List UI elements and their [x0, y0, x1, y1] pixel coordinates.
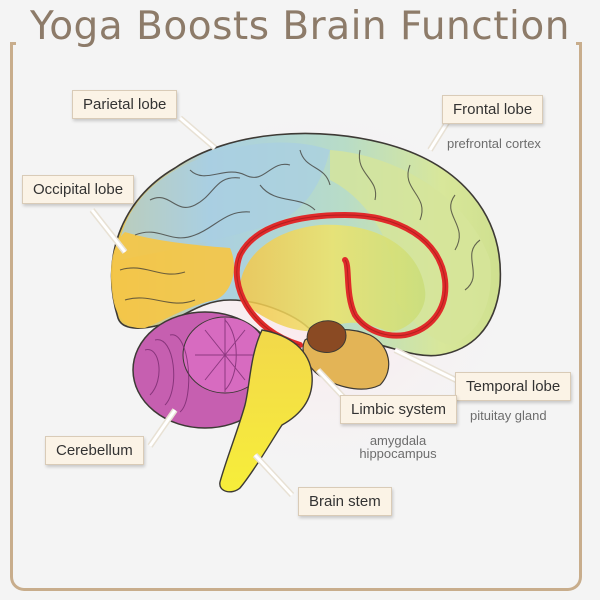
- frame-corner-left: [10, 42, 16, 45]
- frontal-region: [330, 150, 491, 345]
- label-limbic-system: Limbic system: [340, 395, 458, 424]
- diagram-frame: [10, 42, 582, 591]
- amygdala: [306, 320, 347, 354]
- label-brain-stem: Brain stem: [298, 487, 392, 516]
- parietal-region: [120, 142, 330, 260]
- label-parietal-lobe: Parietal lobe: [72, 90, 178, 119]
- label-pituitary-gland: pituitay gland: [470, 408, 547, 423]
- label-cerebellum: Cerebellum: [45, 436, 144, 465]
- frame-corner-right: [576, 42, 582, 45]
- inner-area: [239, 224, 426, 332]
- occipital-region: [110, 232, 235, 329]
- label-amygdala: amygdala: [369, 433, 427, 448]
- label-hippocampus: hippocampus: [359, 446, 437, 461]
- gyri-lines: [119, 149, 481, 304]
- page-title: Yoga Boosts Brain Function: [30, 4, 570, 49]
- label-frontal-lobe: Frontal lobe: [442, 95, 544, 124]
- brainstem-shape: [219, 329, 313, 493]
- label-prefrontal-cortex: prefrontal cortex: [447, 136, 541, 151]
- label-temporal-lobe: Temporal lobe: [455, 372, 572, 401]
- label-occipital-lobe: Occipital lobe: [22, 175, 135, 204]
